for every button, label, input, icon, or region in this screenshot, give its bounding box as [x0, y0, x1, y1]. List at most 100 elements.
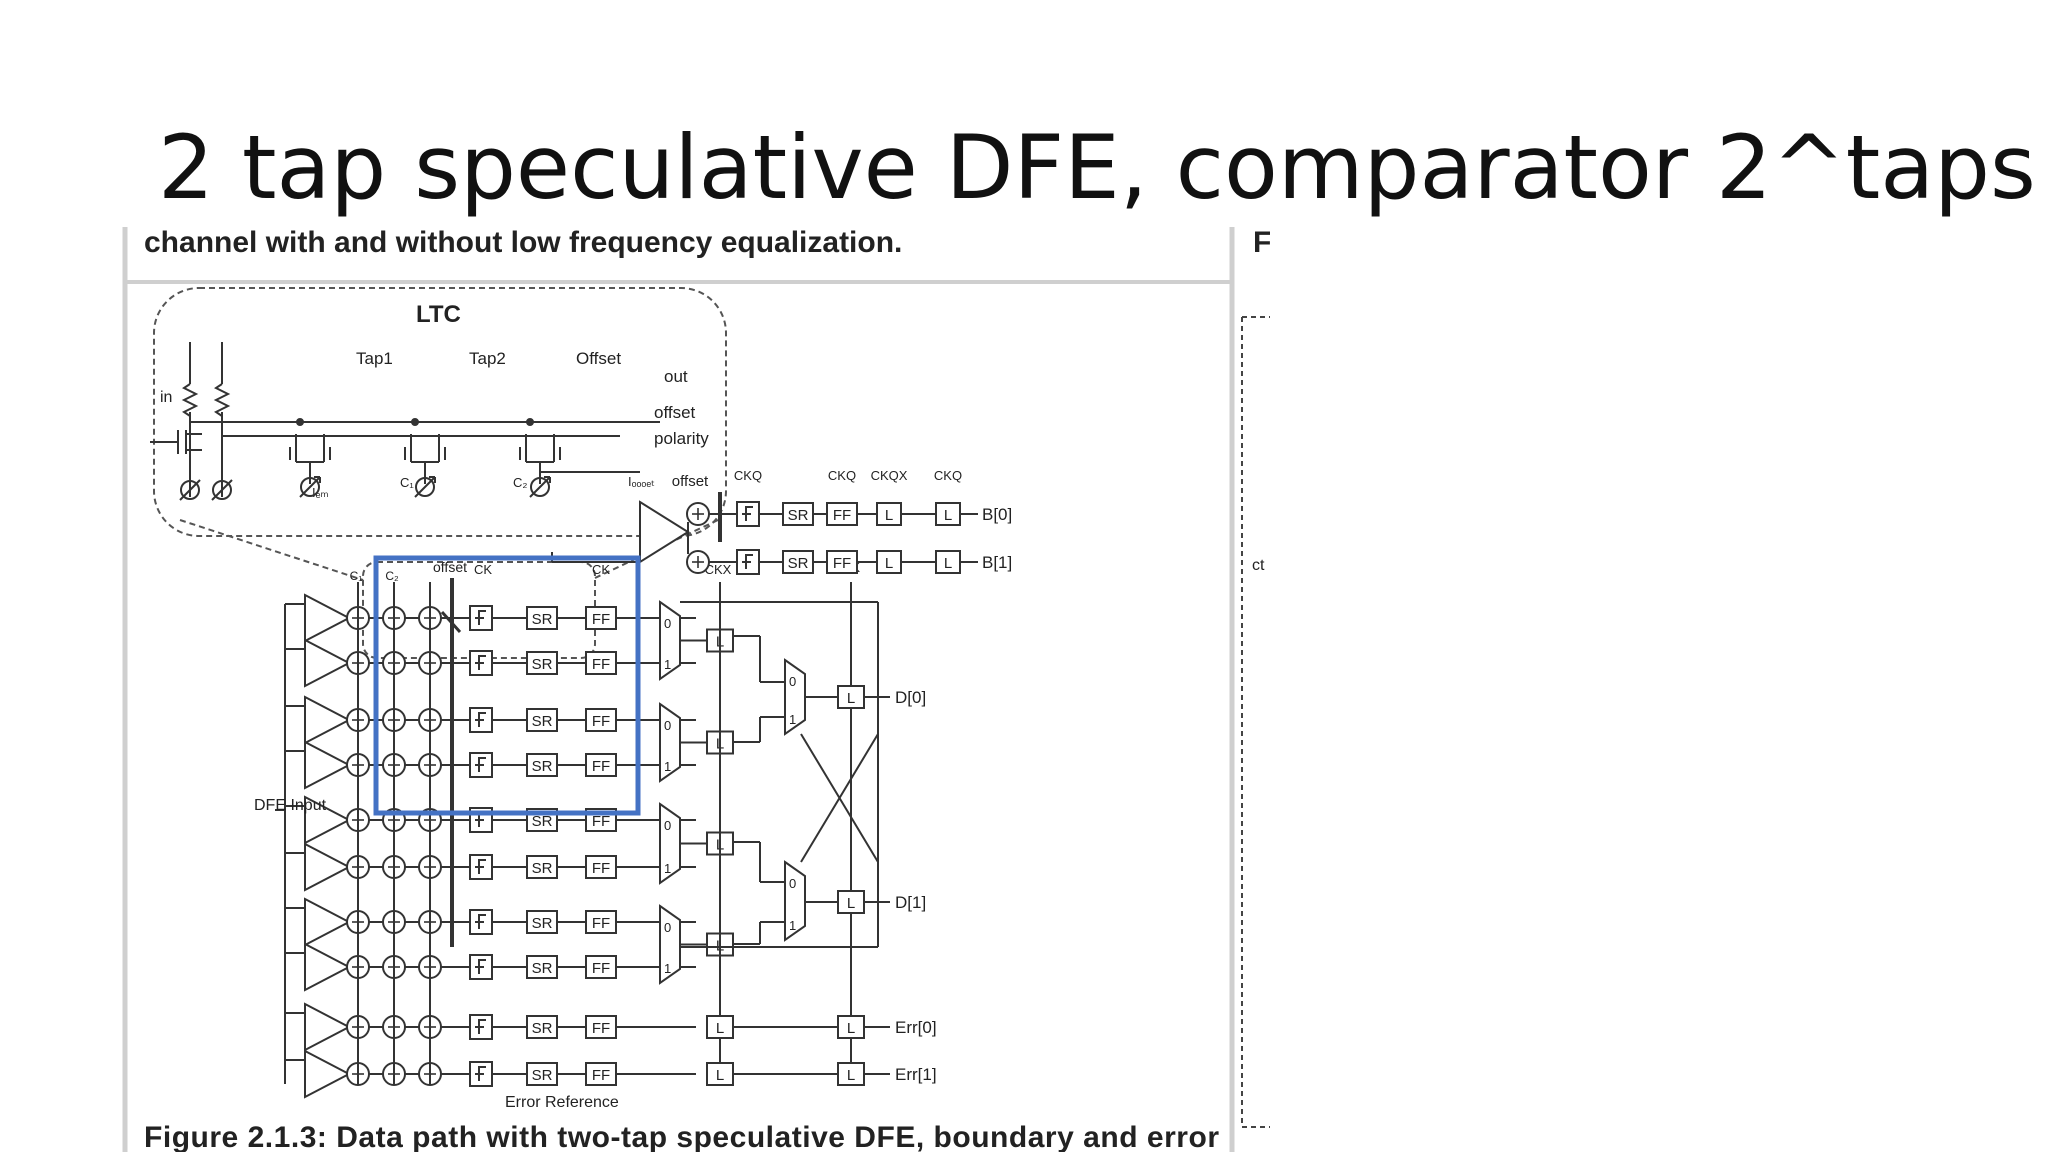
mux2-1 — [784, 860, 806, 942]
comparator-4 — [304, 795, 352, 845]
ff-0-label: FF — [592, 611, 610, 628]
ff-5-label: FF — [592, 860, 610, 877]
ff-8 — [585, 1015, 617, 1039]
sr-1 — [526, 651, 558, 675]
cross-b — [800, 733, 879, 863]
mux1-0 — [659, 600, 681, 681]
dff-5-sym — [475, 859, 486, 874]
ff-2-label: FF — [592, 713, 610, 730]
ltc-c2: C₂ — [513, 475, 527, 490]
sr-0 — [526, 606, 558, 630]
err-latch-b1-label: L — [847, 1067, 855, 1084]
sr-6 — [526, 910, 558, 934]
c1-label: C₁ — [350, 569, 363, 583]
latch2-1-label: L — [847, 895, 855, 912]
sr-3-label: SR — [532, 758, 553, 775]
ff-1-label: FF — [592, 656, 610, 673]
ltc-resistors — [181, 383, 231, 417]
bnd-ff-1-label: FF — [833, 555, 851, 572]
bnd-dff-0-sym — [742, 506, 753, 521]
ltc-pair-2 — [519, 434, 561, 484]
ff-0 — [585, 606, 617, 630]
sr-5-label: SR — [532, 860, 553, 877]
err-latch-a0-label: L — [716, 1020, 724, 1037]
bnd-sr-1-label: SR — [788, 555, 809, 572]
out-b1: B[1] — [982, 553, 1012, 572]
sr-4-label: SR — [532, 813, 553, 830]
mux1-3 — [659, 904, 681, 985]
ck-label-2: CK — [592, 562, 610, 577]
ltc-pair-1 — [404, 434, 446, 484]
ltc-node-0 — [296, 418, 304, 426]
mux1-0-1: 1 — [664, 657, 671, 672]
mux2-1-0: 0 — [789, 876, 796, 891]
ltc-icm-arrow-1 — [211, 479, 233, 501]
comparator-3 — [304, 740, 352, 790]
comparator-5 — [304, 842, 352, 892]
sr-7 — [526, 955, 558, 979]
sr-3 — [526, 753, 558, 777]
dff-9-sym — [475, 1066, 486, 1081]
ltc-source-arrow-0 — [299, 476, 321, 498]
sr-2 — [526, 708, 558, 732]
bnd-l1-0-label: L — [885, 507, 893, 524]
sr-9 — [526, 1062, 558, 1086]
bnd-l1-1-label: L — [885, 555, 893, 572]
ltc-in: in — [160, 389, 172, 406]
ckq-1: CKQ — [734, 468, 762, 483]
ff-9-label: FF — [592, 1067, 610, 1084]
comparator-9 — [304, 1049, 352, 1099]
ltc-source-1 — [415, 477, 435, 497]
sr-1-label: SR — [532, 656, 553, 673]
sr-2-label: SR — [532, 713, 553, 730]
ff-7 — [585, 955, 617, 979]
dff-7-sym — [475, 959, 486, 974]
ltc-vert — [189, 412, 223, 497]
sr-7-label: SR — [532, 960, 553, 977]
bnd-dff-1-sym — [742, 554, 753, 569]
mux1-3-1: 1 — [664, 961, 671, 976]
ff-6 — [585, 910, 617, 934]
bnd-offset-label: offset — [672, 473, 709, 490]
ff-1 — [585, 651, 617, 675]
err-latch-a1-label: L — [716, 1067, 724, 1084]
sr-0-label: SR — [532, 611, 553, 628]
ckqx: CKQX — [871, 468, 908, 483]
ff-4-label: FF — [592, 813, 610, 830]
out-err0: Err[0] — [895, 1018, 937, 1037]
ff-3 — [585, 753, 617, 777]
ckx-label: CKX — [705, 562, 732, 577]
ltc-source-arrow-1 — [414, 476, 436, 498]
comparator-0 — [304, 593, 352, 643]
mux1-0-0: 0 — [664, 616, 671, 631]
caption-top: channel with and without low frequency e… — [144, 226, 902, 259]
mux2-1-1: 1 — [789, 918, 796, 933]
out-d1: D[1] — [895, 893, 926, 912]
caption-bottom: Figure 2.1.3: Data path with two-tap spe… — [144, 1121, 1219, 1152]
out-err1: Err[1] — [895, 1065, 937, 1084]
ltc-icm-arrow-0 — [179, 479, 201, 501]
dff-8-sym — [475, 1019, 486, 1034]
ltc-input-pair — [150, 430, 202, 454]
mux1-1 — [659, 702, 681, 783]
ltc-source-2 — [530, 477, 550, 497]
out-d0: D[0] — [895, 688, 926, 707]
ltc-icm: Iₑₘ — [312, 485, 329, 500]
comparator-2 — [304, 695, 352, 745]
mux1-2-1: 1 — [664, 861, 671, 876]
dff-6-sym — [475, 914, 486, 929]
bnd-l2-1-label: L — [944, 555, 952, 572]
dfe-input-label: DFE Input — [254, 797, 327, 814]
side-partial-top: Fi — [1253, 226, 1270, 259]
ltc-source-arrow-2 — [529, 476, 551, 498]
ltc-icm-src-1 — [212, 480, 232, 500]
ckq-2: CKQ — [828, 468, 856, 483]
bnd-ff-0-label: FF — [833, 507, 851, 524]
dff-1-sym — [475, 655, 486, 670]
mux1-3-0: 0 — [664, 920, 671, 935]
ltc-node-2 — [526, 418, 534, 426]
ck-label-1: CK — [474, 562, 492, 577]
mux2-0-1: 1 — [789, 712, 796, 727]
boundary-amp — [639, 500, 690, 564]
